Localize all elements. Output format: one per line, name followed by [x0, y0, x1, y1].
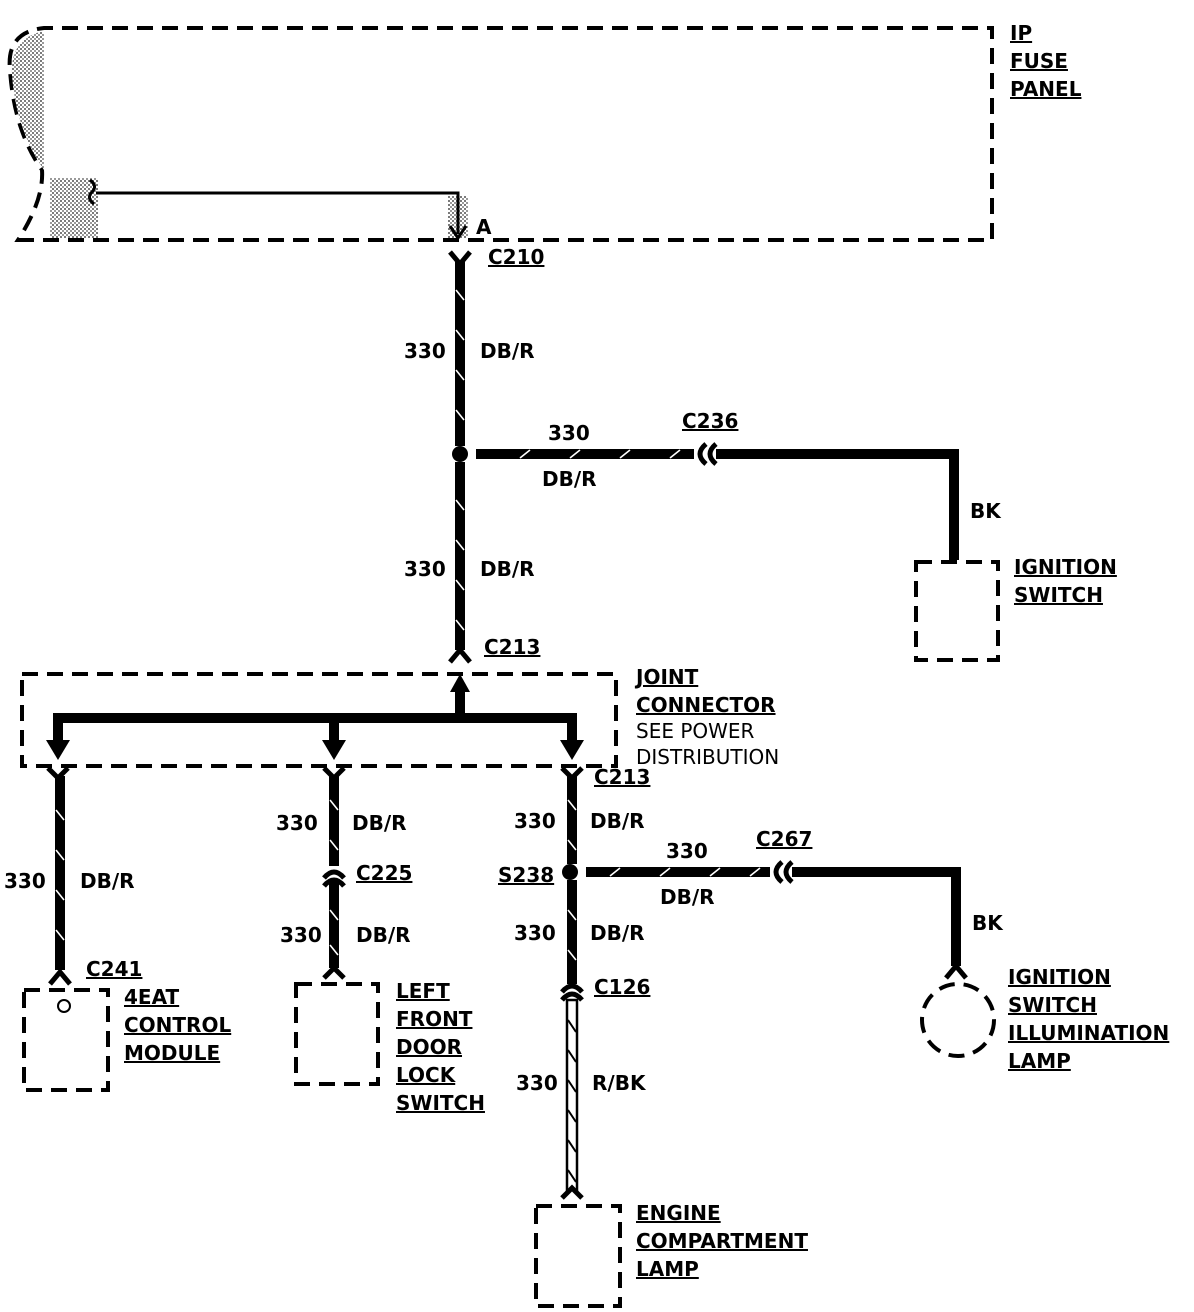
wire-circuit: 330: [404, 557, 446, 581]
engine-lamp-label-3: LAMP: [636, 1257, 699, 1281]
joint-connector-note-1: SEE POWER: [636, 719, 755, 743]
splice-s238: S238: [498, 863, 554, 887]
ignition-switch-label-1: IGNITION: [1014, 555, 1117, 579]
lamp-bulb-icon: [920, 982, 996, 1058]
wire-circuit: 330: [514, 809, 556, 833]
arrow-down-icon: [560, 740, 584, 760]
wire-color: DB/R: [80, 869, 135, 893]
control-module-label-2: CONTROL: [124, 1013, 231, 1037]
illumination-lamp-label-2: SWITCH: [1008, 993, 1097, 1017]
wire-color: DB/R: [356, 923, 411, 947]
door-lock-switch-box: [294, 982, 380, 1086]
wire-circuit: 330: [548, 421, 590, 445]
wire-color: DB/R: [542, 467, 597, 491]
wire-color: DB/R: [590, 921, 645, 945]
control-module-label-1: 4EAT: [124, 985, 180, 1009]
pin-icon: [57, 999, 71, 1013]
door-lock-label-2: FRONT: [396, 1007, 473, 1031]
wire-circuit: 330: [516, 1071, 558, 1095]
wire-color: DB/R: [660, 885, 715, 909]
connector-c126: C126: [594, 975, 650, 999]
engine-lamp-box: [534, 1204, 622, 1308]
fuse-panel-label-2: FUSE: [1010, 49, 1068, 73]
connector-c213-bottom: C213: [594, 765, 650, 789]
joint-connector-label-1: JOINT: [634, 665, 699, 689]
door-lock-branch: [322, 766, 346, 980]
arrow-down-icon: [46, 740, 70, 760]
arrow-down-icon: [322, 740, 346, 760]
illumination-lamp-label-4: LAMP: [1008, 1049, 1071, 1073]
wire-color: DB/R: [352, 811, 407, 835]
joint-connector-note-2: DISTRIBUTION: [636, 745, 779, 769]
illumination-lamp-branch: [586, 860, 968, 980]
main-feed-wire: [448, 250, 472, 664]
wire-color: BK: [972, 911, 1004, 935]
joint-connector: [20, 672, 618, 768]
wire-color: DB/R: [590, 809, 645, 833]
wire-circuit: 330: [276, 811, 318, 835]
ignition-switch-label-2: SWITCH: [1014, 583, 1103, 607]
wire-circuit: 330: [514, 921, 556, 945]
engine-lamp-label-1: ENGINE: [636, 1201, 721, 1225]
wire-circuit: 330: [4, 869, 46, 893]
ignition-switch-box: [914, 560, 1000, 662]
wire-color: DB/R: [480, 339, 535, 363]
engine-lamp-label-2: COMPARTMENT: [636, 1229, 808, 1253]
wire-circuit: 330: [666, 839, 708, 863]
control-module-box: [22, 988, 110, 1092]
connector-c267: C267: [756, 827, 812, 851]
connector-c225: C225: [356, 861, 412, 885]
wire-color: DB/R: [480, 557, 535, 581]
wire-color: BK: [970, 499, 1002, 523]
splice-dot: [562, 864, 578, 880]
connector-c241: C241: [86, 957, 142, 981]
joint-connector-label-2: CONNECTOR: [636, 693, 776, 717]
fuse-panel-label-1: IP: [1010, 21, 1032, 45]
door-lock-label-3: DOOR: [396, 1035, 462, 1059]
engine-lamp-branch: [560, 766, 584, 1200]
illumination-lamp-label-1: IGNITION: [1008, 965, 1111, 989]
splice-dot: [452, 446, 468, 462]
control-module-label-3: MODULE: [124, 1041, 220, 1065]
ip-fuse-panel: A: [7, 26, 994, 242]
connector-c213-top: C213: [484, 635, 540, 659]
fuse-icon: [87, 178, 97, 206]
connector-c236: C236: [682, 409, 738, 433]
wire-color: R/BK: [592, 1071, 647, 1095]
door-lock-label-4: LOCK: [396, 1063, 457, 1087]
arrow-up-icon: [450, 674, 470, 692]
fuse-panel-label-3: PANEL: [1010, 77, 1082, 101]
door-lock-label-5: SWITCH: [396, 1091, 485, 1115]
fuse-panel-pin-label: A: [476, 215, 492, 239]
door-lock-label-1: LEFT: [396, 979, 450, 1003]
connector-c210: C210: [488, 245, 544, 269]
wire-circuit: 330: [280, 923, 322, 947]
illumination-lamp-label-3: ILLUMINATION: [1008, 1021, 1169, 1045]
control-module-branch: [46, 766, 72, 986]
ignition-switch-branch: [476, 442, 959, 560]
wire-circuit: 330: [404, 339, 446, 363]
